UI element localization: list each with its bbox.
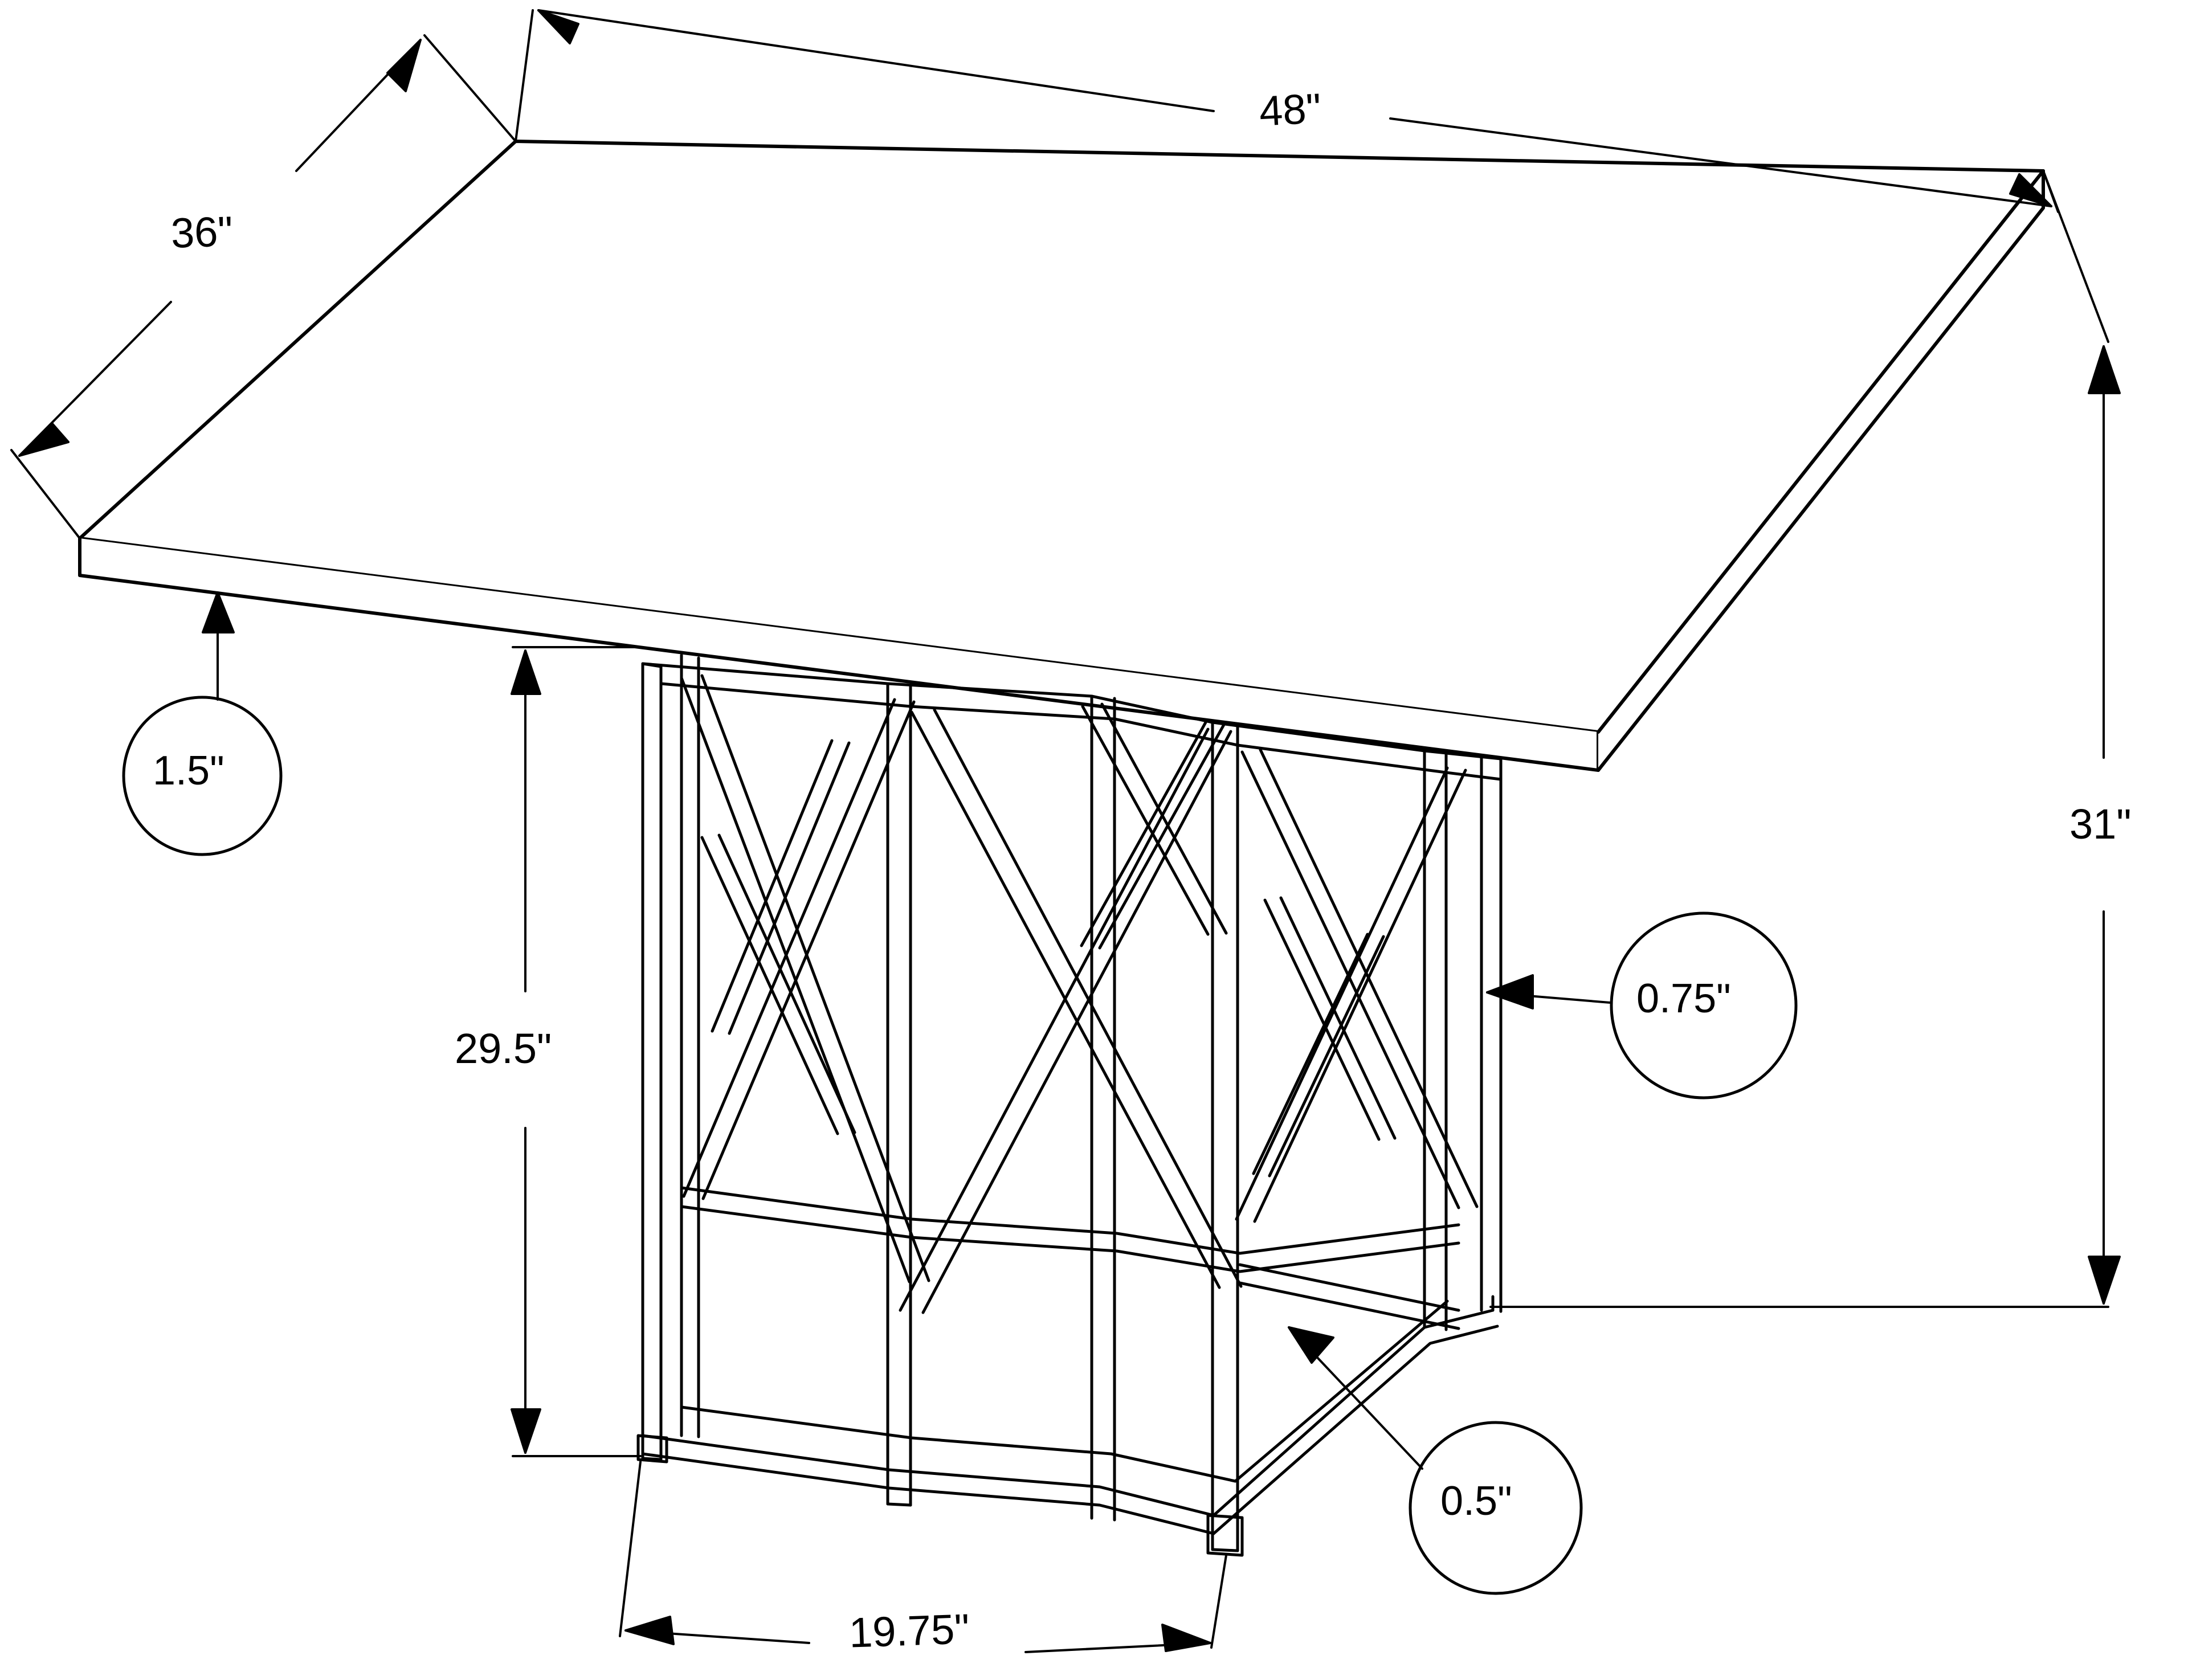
dimension-label-overall-height: 31" — [2069, 800, 2132, 848]
dimension-label-base-width: 19.75" — [848, 1605, 970, 1657]
dimension-label-base-height: 29.5" — [455, 1025, 552, 1072]
dimension-label-tube-thickness: 0.75" — [1636, 976, 1731, 1021]
dimension-label-depth: 36" — [170, 207, 234, 257]
dimension-lines — [10, 9, 2121, 1653]
dimension-label-top-thickness: 1.5" — [153, 748, 224, 794]
table-top-outline — [78, 140, 2045, 772]
table-base-frame — [636, 653, 1503, 1557]
dimension-label-width: 48" — [1258, 84, 1322, 135]
dimension-label-rail-thickness: 0.5" — [1440, 1478, 1512, 1524]
